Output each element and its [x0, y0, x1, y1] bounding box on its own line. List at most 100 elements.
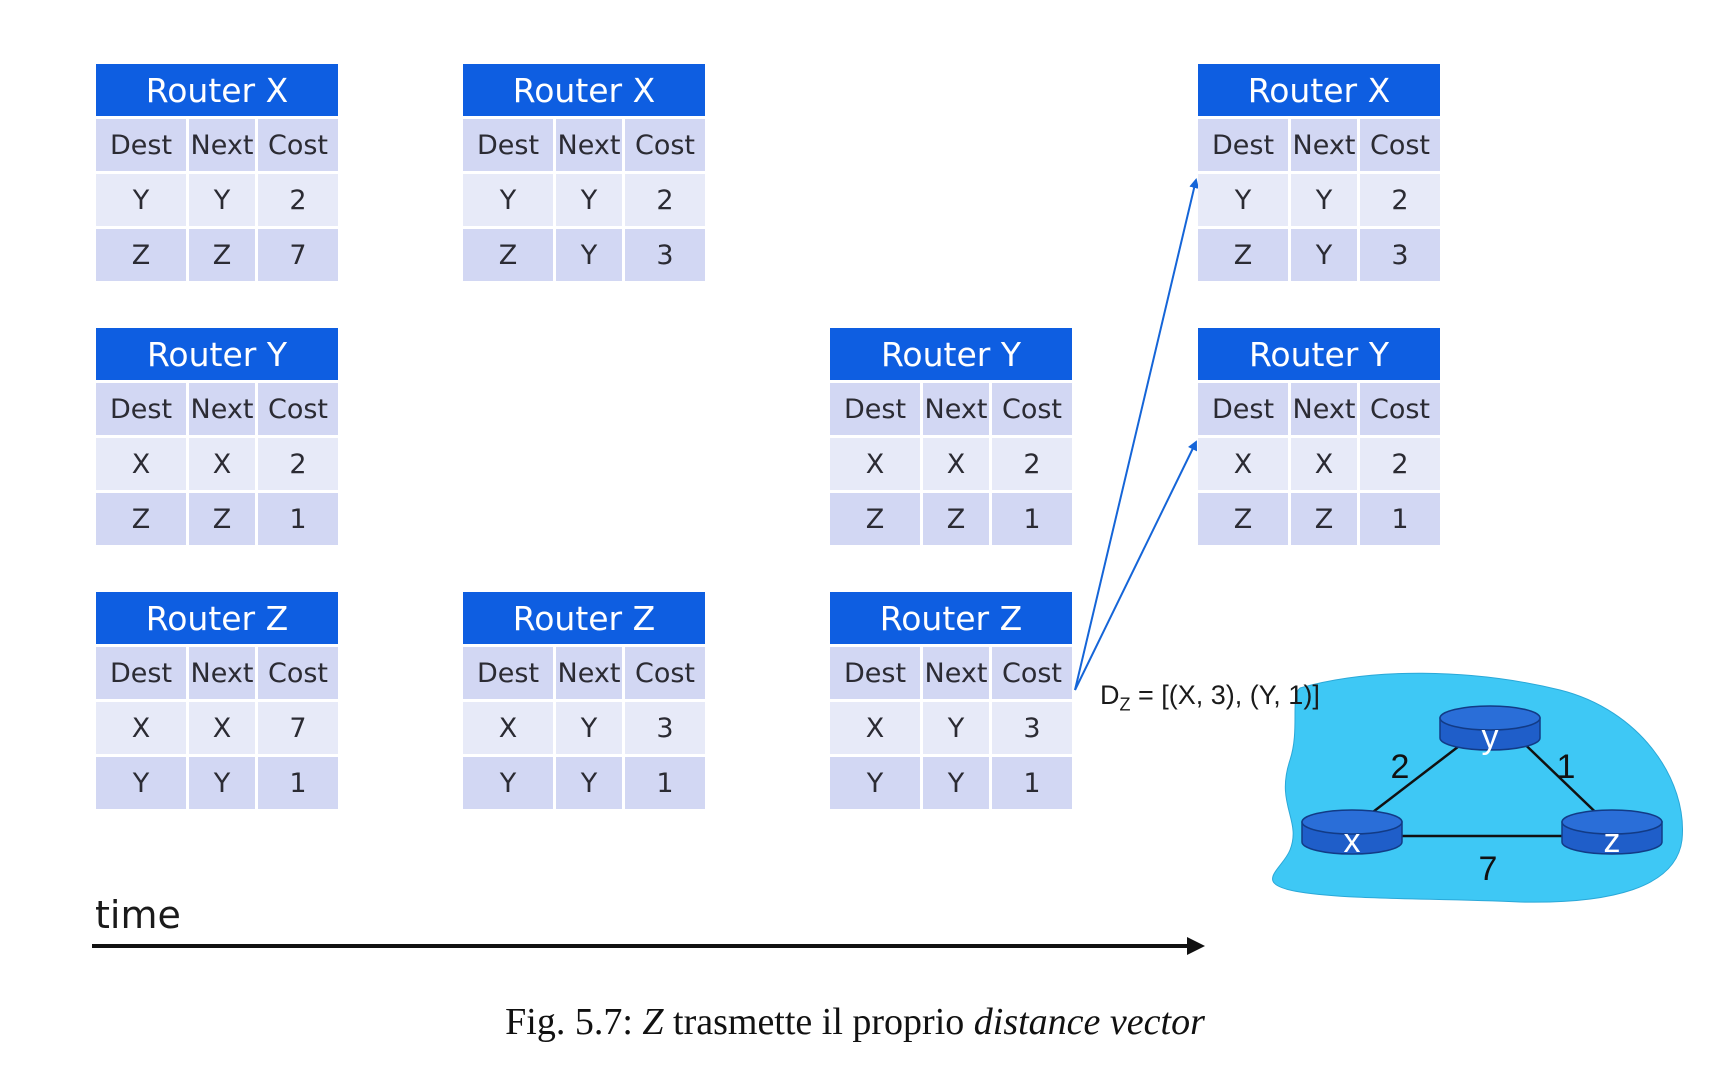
cell-next: Y [1291, 174, 1357, 226]
routing-table-y-t2: Router Y Dest Next Cost X X 2 Z Z 1 [830, 328, 1072, 545]
header-dest: Dest [96, 119, 186, 171]
header-cost: Cost [992, 647, 1072, 699]
table-row: Y Y 1 [96, 757, 338, 809]
routing-table-x-t3: Router X Dest Next Cost Y Y 2 Z Y 3 [1198, 64, 1440, 281]
header-dest: Dest [1198, 383, 1288, 435]
table-title: Router Y [1198, 328, 1440, 380]
routing-table-y-t3: Router Y Dest Next Cost X X 2 Z Z 1 [1198, 328, 1440, 545]
caption-variable: Z [642, 1001, 664, 1043]
table-title: Router X [1198, 64, 1440, 116]
cell-cost: 1 [258, 757, 338, 809]
distance-vector-label: DZ = [(X, 3), (Y, 1)] [1100, 680, 1320, 715]
header-next: Next [556, 119, 622, 171]
cell-cost: 2 [1360, 174, 1440, 226]
cell-cost: 7 [258, 229, 338, 281]
table-row: X X 7 [96, 702, 338, 754]
cell-dest: X [463, 702, 553, 754]
table-header-row: Dest Next Cost [96, 119, 338, 171]
caption-prefix: Fig. 5.7: [505, 1001, 643, 1043]
cell-dest: X [96, 438, 186, 490]
header-next: Next [1291, 119, 1357, 171]
network-topology: y x z 2 1 7 [1272, 672, 1683, 903]
header-cost: Cost [258, 647, 338, 699]
node-label-y: y [1482, 718, 1499, 756]
header-dest: Dest [830, 383, 920, 435]
cell-next: Z [923, 493, 989, 545]
table-row: Y Y 1 [463, 757, 705, 809]
table-row: X X 2 [96, 438, 338, 490]
table-row: Y Y 2 [463, 174, 705, 226]
table-header-row: Dest Next Cost [96, 647, 338, 699]
table-row: Z Y 3 [1198, 229, 1440, 281]
cell-next: Y [556, 757, 622, 809]
cell-cost: 1 [625, 757, 705, 809]
routing-table-x-t1: Router X Dest Next Cost Y Y 2 Z Y 3 [463, 64, 705, 281]
cell-cost: 3 [625, 229, 705, 281]
table-row: Y Y 1 [830, 757, 1072, 809]
table-header-row: Dest Next Cost [96, 383, 338, 435]
dv-prefix: D [1100, 680, 1120, 710]
cell-dest: Z [830, 493, 920, 545]
router-node-y: y [1439, 705, 1541, 756]
cell-next: X [923, 438, 989, 490]
cell-cost: 1 [258, 493, 338, 545]
routing-table-z-t1: Router Z Dest Next Cost X Y 3 Y Y 1 [463, 592, 705, 809]
cell-dest: X [96, 702, 186, 754]
table-title: Router X [96, 64, 338, 116]
table-title: Router Z [463, 592, 705, 644]
time-axis-label: time [95, 893, 181, 937]
cell-next: Y [1291, 229, 1357, 281]
table-row: X Y 3 [830, 702, 1072, 754]
table-title: Router Z [96, 592, 338, 644]
table-row: X X 2 [1198, 438, 1440, 490]
cell-dest: X [830, 438, 920, 490]
cell-cost: 3 [992, 702, 1072, 754]
table-row: Z Z 7 [96, 229, 338, 281]
cell-cost: 1 [992, 493, 1072, 545]
header-next: Next [923, 383, 989, 435]
cell-dest: Y [463, 174, 553, 226]
table-row: Z Z 1 [96, 493, 338, 545]
header-cost: Cost [992, 383, 1072, 435]
header-next: Next [189, 647, 255, 699]
cell-next: Y [556, 174, 622, 226]
edge-weight-y-z: 1 [1557, 748, 1576, 786]
cell-dest: Z [1198, 493, 1288, 545]
header-dest: Dest [1198, 119, 1288, 171]
header-dest: Dest [463, 119, 553, 171]
header-dest: Dest [463, 647, 553, 699]
table-row: Z Z 1 [830, 493, 1072, 545]
cell-cost: 2 [258, 174, 338, 226]
router-node-z: z [1561, 809, 1663, 860]
header-next: Next [189, 119, 255, 171]
cell-next: Z [1291, 493, 1357, 545]
cell-dest: Y [463, 757, 553, 809]
cell-next: X [189, 702, 255, 754]
time-axis-arrowhead [1187, 937, 1205, 955]
header-next: Next [189, 383, 255, 435]
cell-next: Y [189, 757, 255, 809]
header-cost: Cost [625, 647, 705, 699]
cell-cost: 2 [1360, 438, 1440, 490]
cell-cost: 2 [992, 438, 1072, 490]
router-node-x: x [1301, 809, 1403, 860]
caption-middle: trasmette il proprio [663, 1001, 974, 1043]
cell-dest: Y [96, 757, 186, 809]
cell-next: X [1291, 438, 1357, 490]
cell-cost: 1 [992, 757, 1072, 809]
cell-dest: Y [1198, 174, 1288, 226]
header-cost: Cost [258, 383, 338, 435]
table-row: Y Y 2 [96, 174, 338, 226]
table-row: Z Y 3 [463, 229, 705, 281]
cell-next: Y [923, 702, 989, 754]
table-row: Z Z 1 [1198, 493, 1440, 545]
header-cost: Cost [1360, 383, 1440, 435]
cell-next: Y [923, 757, 989, 809]
header-next: Next [556, 647, 622, 699]
header-next: Next [923, 647, 989, 699]
routing-table-z-t0: Router Z Dest Next Cost X X 7 Y Y 1 [96, 592, 338, 809]
table-row: X X 2 [830, 438, 1072, 490]
dv-text: = [(X, 3), (Y, 1)] [1130, 680, 1320, 710]
routing-table-x-t0: Router X Dest Next Cost Y Y 2 Z Z 7 [96, 64, 338, 281]
